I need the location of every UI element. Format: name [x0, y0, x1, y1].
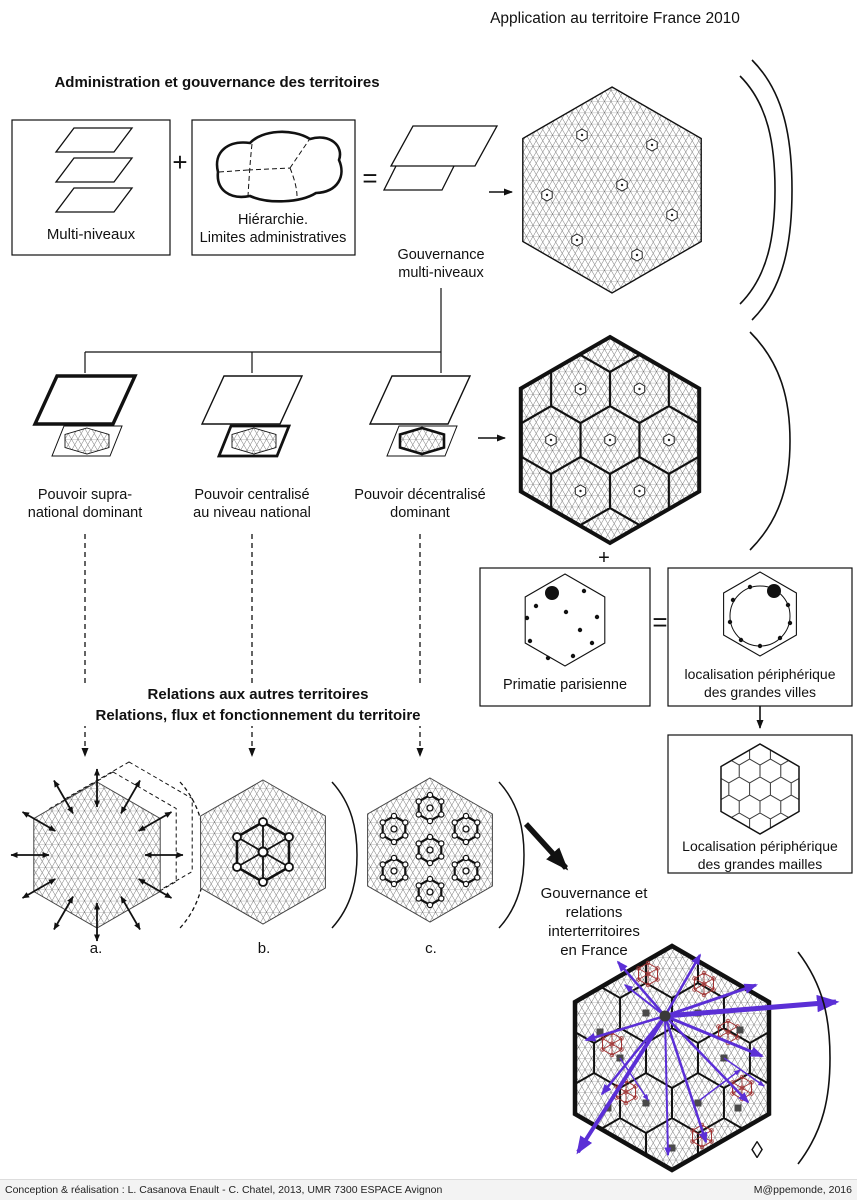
outward-flow-arrows [10, 768, 184, 942]
main-heading: Administration et gouvernance des territ… [54, 74, 380, 91]
plus-operator-2: + [598, 547, 610, 569]
paris-hub-node [659, 1010, 671, 1022]
connector-tree [84, 288, 442, 373]
pouvoir-decentral-icon [368, 375, 472, 457]
bracket-hexagon-1 [739, 59, 793, 321]
peripheral-city-dots [727, 584, 793, 649]
hierarchie-label: Hiérarchie. Limites administratives [194, 211, 352, 247]
pouvoir-decentral-line2: dominant [390, 505, 450, 522]
result-line2: relations [565, 904, 623, 921]
relations-line2: Relations, flux et fonctionnement du ter… [95, 707, 421, 724]
pouvoir-central-line2: au niveau national [193, 505, 311, 522]
grandes-mailles-label: Localisation périphérique des grandes ma… [670, 838, 850, 873]
footer-journal: M@ppemonde, 2016 [753, 1184, 852, 1196]
result-line3: interterritoires [548, 923, 640, 940]
bracket-france [797, 951, 831, 1165]
primatie-box [479, 567, 651, 707]
result-line4: en France [560, 942, 628, 959]
big-result-arrow [523, 822, 569, 871]
paris-flow-arrows [576, 953, 840, 1157]
hexagon-gouvernance-france [518, 334, 702, 546]
grandes-mailles-line2: des grandes mailles [697, 855, 823, 872]
relations-line1: Relations aux autres territoires [147, 686, 369, 703]
pouvoir-supra-icon [32, 374, 138, 457]
pouvoir-supra-line1: Pouvoir supra- [37, 487, 133, 503]
gouvernance-line2: multi-niveaux [398, 265, 484, 282]
grandes-villes-label: localisation périphérique des grandes vi… [670, 666, 850, 701]
admin-limits-dashed-lines [218, 139, 310, 197]
footer-credit: Conception & réalisation : L. Casanova E… [5, 1184, 443, 1196]
multi-niveaux-label: Multi-niveaux [46, 226, 136, 243]
gouvernance-label: Gouvernance multi-niveaux [379, 246, 503, 282]
central-network [232, 817, 294, 887]
territoire-b [200, 779, 358, 929]
territory-blob-icon [215, 130, 343, 203]
application-title: Application au territoire France 2010 [490, 10, 740, 27]
multi-niveaux-box [11, 119, 171, 256]
bracket-hexagon-2 [749, 331, 791, 551]
hierarchie-line2: Limites administratives [199, 230, 347, 247]
grandes-mailles-box [667, 734, 853, 874]
footer-bar: Conception & réalisation : L. Casanova E… [0, 1179, 857, 1200]
paris-big-dot [545, 586, 559, 600]
pouvoir-decentral-line1: Pouvoir décentralisé [354, 487, 486, 503]
plus-operator-1: + [172, 147, 188, 177]
result-line1: Gouvernance et [540, 885, 648, 902]
gouvernance-stack-icon [382, 125, 499, 191]
equals-operator-2: = [652, 607, 668, 637]
relations-heading: Relations aux autres territoires Relatio… [58, 684, 458, 726]
grandes-villes-line2: des grandes villes [703, 683, 817, 700]
bracket-b [331, 781, 358, 929]
paris-big-dot-2 [767, 584, 781, 598]
hierarchie-box [191, 119, 356, 256]
pouvoir-central-line1: Pouvoir centralisé [194, 487, 310, 503]
hierarchie-line1: Hiérarchie. [237, 212, 309, 228]
label-c: c. [425, 940, 437, 957]
bracket-c [498, 781, 525, 929]
pouvoir-supra-line2: national dominant [27, 505, 143, 522]
grandes-villes-box [667, 567, 853, 707]
diamond-icon: ◊ [751, 1137, 763, 1164]
equals-operator-1: = [362, 163, 378, 193]
label-b: b. [257, 940, 271, 957]
pouvoir-supra-label: Pouvoir supra- national dominant [10, 486, 160, 522]
pouvoir-central-label: Pouvoir centralisé au niveau national [174, 486, 330, 522]
layers-icon [54, 127, 134, 213]
hexagon-application-2010 [522, 86, 702, 294]
territoire-a [10, 761, 206, 942]
result-label: Gouvernance et relations interterritoire… [518, 884, 670, 960]
grandes-mailles-line1: Localisation périphérique [682, 838, 838, 854]
hexagon-france-relations [572, 943, 840, 1173]
primatie-label: Primatie parisienne [502, 677, 628, 693]
pouvoir-central-icon [200, 375, 304, 458]
pouvoir-decentral-label: Pouvoir décentralisé dominant [338, 486, 502, 522]
label-a: a. [89, 940, 103, 957]
territoire-c [367, 777, 525, 929]
grandes-villes-line1: localisation périphérique [684, 666, 836, 682]
gouvernance-line1: Gouvernance [397, 247, 485, 263]
city-dots [524, 588, 600, 661]
